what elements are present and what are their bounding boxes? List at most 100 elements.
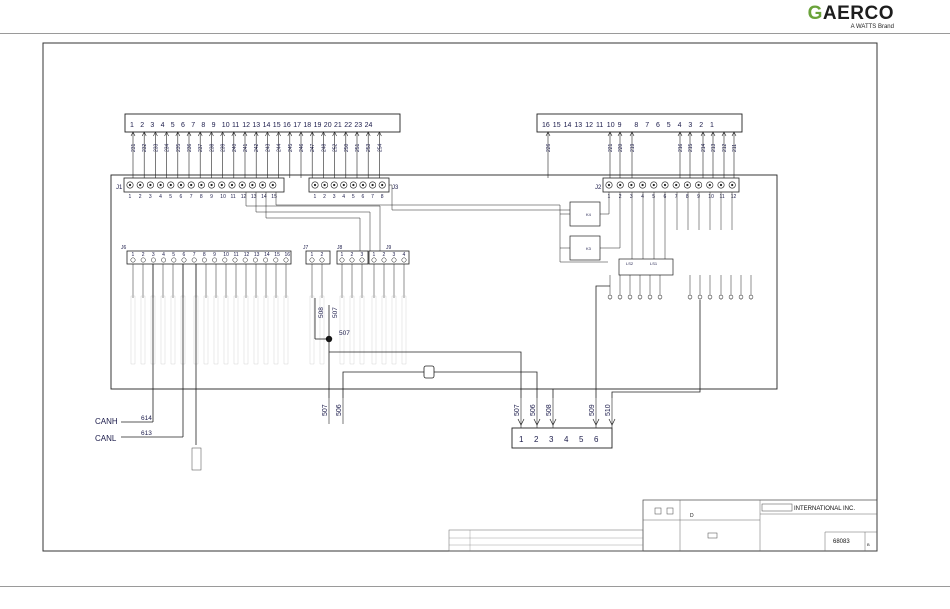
j6-pin-circle	[273, 257, 279, 263]
top-left-pin-24: 24	[365, 122, 373, 129]
j6-pin-2: 2	[142, 252, 145, 258]
j2-lead-terminal	[687, 294, 693, 300]
lead-label-area	[203, 295, 209, 365]
top-left-wire-label: 254	[377, 143, 383, 152]
top-left-terminal-strip	[124, 113, 401, 133]
wire-arrow	[276, 131, 281, 137]
j2-pin-dot	[675, 183, 678, 187]
j1-pin-dot	[241, 183, 244, 187]
bottom-wire-label: 506	[530, 404, 537, 416]
can-l-wire: 613	[141, 430, 152, 437]
j9-pin-circle	[371, 257, 377, 263]
j3-pin-4: 4	[342, 194, 345, 200]
top-left-wire-label: 247	[310, 143, 316, 152]
j7-pin-circle	[309, 257, 315, 263]
lead-label-area	[273, 295, 279, 365]
top-left-wire-label: 251	[355, 143, 361, 152]
j6-pin-circle	[161, 257, 167, 263]
j1-pin-1: 1	[129, 194, 132, 200]
j1-pin-dot	[139, 183, 142, 187]
j8-pin-circle	[359, 257, 365, 263]
wire-arrow	[365, 131, 371, 137]
top-right-pin-5: 5	[667, 122, 671, 129]
wire-arrow	[343, 131, 349, 137]
wire-arrow	[209, 131, 214, 137]
j1-pin-dot	[220, 183, 223, 187]
j2-pin-12: 12	[731, 194, 737, 200]
wire-arrow	[164, 131, 169, 137]
j2-pin-7: 7	[675, 194, 678, 200]
lead-label-area	[140, 295, 146, 365]
top-left-wire-label: 245	[288, 143, 294, 152]
top-left-pin-8: 8	[201, 122, 205, 129]
relay-k3	[569, 235, 601, 261]
bottom-pin-1: 1	[519, 435, 524, 444]
j6-pin-3: 3	[152, 252, 155, 258]
j2-pin-dot	[697, 183, 700, 187]
j3-pin-dot	[313, 183, 317, 187]
j6-pin-circle	[140, 257, 146, 263]
j6-pin-7: 7	[193, 252, 196, 258]
j3-pin-dot	[371, 183, 374, 187]
j2-lead-terminal	[697, 294, 703, 300]
top-right-pin-6: 6	[656, 122, 660, 129]
j6-label: J6	[121, 245, 127, 251]
bottom-wire-label: 506	[336, 404, 343, 416]
j8-pin-1: 1	[341, 252, 344, 258]
top-right-wire-label: 219	[630, 143, 636, 152]
relay-ls-block	[618, 258, 674, 276]
j2-lead-terminal	[718, 294, 724, 300]
top-right-wire-label: 213	[711, 143, 717, 152]
j1-pin-dot	[261, 183, 264, 187]
j3-pin-dot	[342, 183, 345, 187]
j2-pin-dot	[686, 183, 689, 187]
lead-label-area	[213, 295, 219, 365]
j9-label: J9	[386, 245, 392, 251]
top-left-pin-18: 18	[303, 122, 311, 129]
top-left-pin-9: 9	[212, 122, 216, 129]
top-left-pin-7: 7	[191, 122, 195, 129]
lead-label-area	[263, 295, 269, 365]
top-left-pin-4: 4	[161, 122, 165, 129]
top-left-pin-19: 19	[314, 122, 322, 129]
top-right-wire-label: 214	[701, 143, 707, 152]
bottom-arrows	[328, 398, 616, 428]
lead-label-area	[339, 295, 345, 365]
j2-pin-10: 10	[708, 194, 714, 200]
j2-pin-dot	[630, 183, 633, 187]
relay-k3-label: K3	[586, 246, 592, 251]
lead-label-area	[391, 295, 397, 365]
bottom-pin-3: 3	[549, 435, 554, 444]
j1-pin-dot	[190, 183, 193, 187]
top-left-wire-label: 233	[153, 143, 159, 152]
relay-wire	[600, 192, 610, 215]
wire-arrow	[677, 131, 683, 137]
link-wire	[265, 192, 361, 251]
top-left-wire-label: 239	[221, 143, 227, 152]
wire-arrow	[153, 131, 158, 137]
lead-label-area	[319, 295, 325, 365]
control-board-outline	[110, 174, 778, 390]
j6-pin-circle	[191, 257, 197, 263]
top-left-pin-1: 1	[130, 122, 134, 129]
bottom-wire-label: 507	[514, 404, 521, 416]
j3-pin-dot	[333, 183, 336, 187]
j1-pin-dot	[159, 183, 162, 187]
bottom-arrow	[549, 418, 557, 426]
bus-wiring	[314, 285, 701, 398]
can-h-label: CANH	[95, 417, 118, 426]
top-right-pin-1: 1	[710, 122, 714, 129]
j6-pin-15: 15	[274, 252, 280, 258]
bottom-arrow	[608, 418, 616, 426]
wire-arrow	[287, 131, 293, 137]
wire-arrow	[617, 131, 623, 137]
j9-pin-2: 2	[383, 252, 386, 258]
can-l-label: CANL	[95, 434, 117, 443]
j6-pin-9: 9	[213, 252, 216, 258]
brand-logo: GAERCO A WATTS Brand	[808, 4, 894, 31]
